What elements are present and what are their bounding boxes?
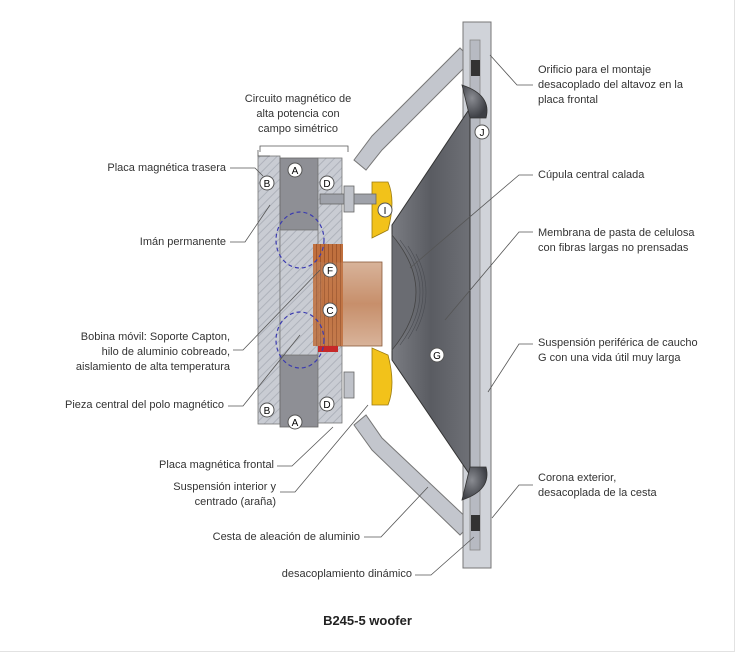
- svg-text:F: F: [327, 266, 333, 277]
- svg-text:A: A: [292, 166, 299, 177]
- label-front-plate: Placa magnética frontal: [159, 459, 274, 471]
- marker-c: C: [322, 302, 338, 318]
- label-circuit: Circuito magnético de alta potencia con …: [244, 93, 352, 135]
- marker-j: J: [474, 124, 490, 140]
- svg-text:J: J: [480, 128, 485, 139]
- svg-text:D: D: [323, 400, 330, 411]
- label-basket: Cesta de aleación de aluminio: [212, 531, 360, 543]
- label-decoupling: desacoplamiento dinámico: [281, 568, 412, 580]
- marker-i: I: [377, 202, 393, 218]
- label-outer-ring: Corona exterior, desacoplada de la cesta: [538, 472, 657, 499]
- leader-lines: [228, 54, 533, 576]
- label-surround: Suspensión periférica de caucho G con un…: [538, 337, 698, 364]
- marker-g: G: [429, 347, 445, 363]
- svg-text:C: C: [326, 306, 333, 317]
- label-voice-coil: Bobina móvil: Soporte Capton, hilo de al…: [75, 331, 230, 373]
- svg-text:I: I: [384, 206, 387, 217]
- markers: A B D F C B D A I J G: [259, 124, 490, 430]
- label-membrane: Membrana de pasta de celulosa con fibras…: [538, 227, 695, 254]
- marker-b-top: B: [259, 175, 275, 191]
- marker-b-bottom: B: [259, 402, 275, 418]
- magnet-assembly: [257, 155, 383, 428]
- svg-text:G: G: [433, 351, 441, 362]
- marker-d-bottom: D: [319, 396, 335, 412]
- svg-text:A: A: [292, 418, 299, 429]
- label-pole-piece: Pieza central del polo magnético: [65, 399, 224, 411]
- marker-f: F: [322, 262, 338, 278]
- marker-a-bottom: A: [287, 414, 303, 430]
- marker-d-top: D: [319, 175, 335, 191]
- label-rear-plate: Placa magnética trasera: [107, 162, 226, 174]
- label-mount-hole: Orificio para el montaje desacoplado del…: [538, 64, 683, 106]
- cone-membrane: [391, 106, 471, 477]
- svg-text:B: B: [264, 179, 271, 190]
- figure-title: B245-5 woofer: [323, 613, 412, 628]
- svg-text:D: D: [323, 179, 330, 190]
- surround: [461, 84, 488, 501]
- label-dome: Cúpula central calada: [538, 169, 645, 181]
- svg-text:B: B: [264, 406, 271, 417]
- label-magnet: Imán permanente: [139, 236, 226, 248]
- marker-a-top: A: [287, 162, 303, 178]
- label-spider: Suspensión interior y centrado (araña): [173, 481, 276, 508]
